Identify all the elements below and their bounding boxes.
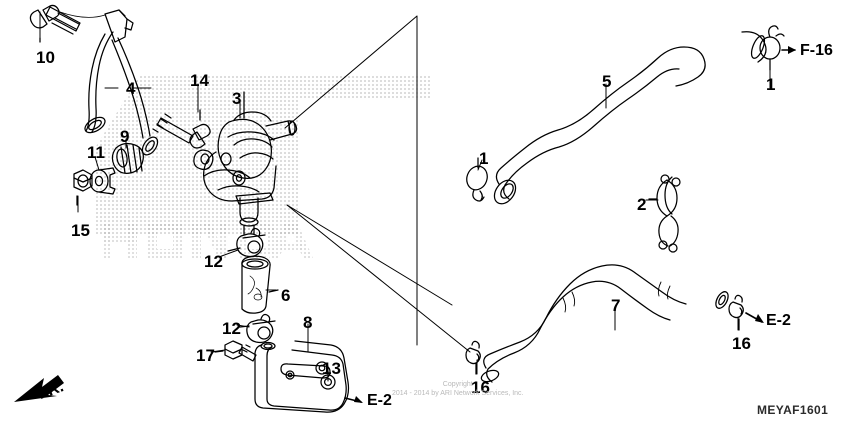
callout-14: 14 — [190, 71, 209, 90]
copyright-line-1: Copyright — [442, 381, 473, 388]
callout-leaders — [39, 11, 771, 382]
callout-16-right: 16 — [732, 334, 751, 353]
callout-6: 6 — [281, 286, 291, 305]
callout-11: 11 — [87, 143, 105, 162]
callout-5: 5 — [602, 72, 612, 91]
part-8-water-pipe — [254, 340, 350, 413]
callout-12-lower: 12 — [222, 319, 241, 338]
diagram-code: MEYAF1601 — [757, 403, 829, 417]
part-16-clip-right — [728, 294, 744, 331]
part-15-nut — [73, 169, 93, 206]
xref-e-2-bottom[interactable]: E-2 — [367, 392, 392, 409]
part-17-flange-bolt-short — [214, 340, 257, 362]
part-3-water-pump — [193, 91, 298, 235]
callout-7: 7 — [611, 296, 621, 315]
callout-2: 2 — [637, 195, 647, 214]
part-16-clip-left — [465, 340, 481, 375]
callout-12-upper: 12 — [204, 252, 223, 271]
part-10-flange-bolt — [29, 4, 81, 43]
callout-17: 17 — [196, 346, 215, 365]
part-4-stay-bracket — [59, 9, 159, 156]
part-9-collar — [111, 142, 144, 174]
part-11-grommet — [89, 167, 116, 195]
callout-15: 15 — [71, 221, 90, 240]
callout-4: 4 — [126, 79, 136, 98]
part-14-flange-bolt-long — [152, 109, 211, 149]
callout-1-left: 1 — [479, 149, 489, 168]
copyright-line-2: 2014 - 2014 by ARI Network Services, Inc… — [392, 389, 524, 397]
callout-10: 10 — [36, 48, 55, 67]
part-6-rubber-tube — [241, 255, 279, 314]
honda-watermark-text — [102, 222, 313, 258]
callout-1-right: 1 — [766, 75, 776, 94]
copyright-block: Copyright 2014 - 2014 by ARI Network Ser… — [392, 381, 524, 399]
callout-8: 8 — [303, 313, 313, 332]
xref-f-16[interactable]: F-16 — [800, 42, 833, 59]
part-7-lower-hose — [480, 264, 729, 383]
pump-reference-leaders — [284, 15, 471, 353]
part-1-clip-left — [466, 157, 488, 202]
fr-direction-arrow — [14, 375, 64, 402]
callout-3: 3 — [232, 89, 242, 108]
part-12-clamp-lower — [239, 313, 276, 344]
part-5-upper-hose — [493, 31, 767, 205]
part-2-wire-clip — [648, 174, 681, 253]
xref-e-2-right[interactable]: E-2 — [766, 312, 791, 329]
callout-16-left: 16 — [471, 378, 490, 397]
callout-9: 9 — [120, 127, 130, 146]
callout-13: 13 — [322, 359, 341, 378]
xref-arrows — [344, 46, 796, 403]
part-12-clamp-upper — [227, 227, 266, 258]
